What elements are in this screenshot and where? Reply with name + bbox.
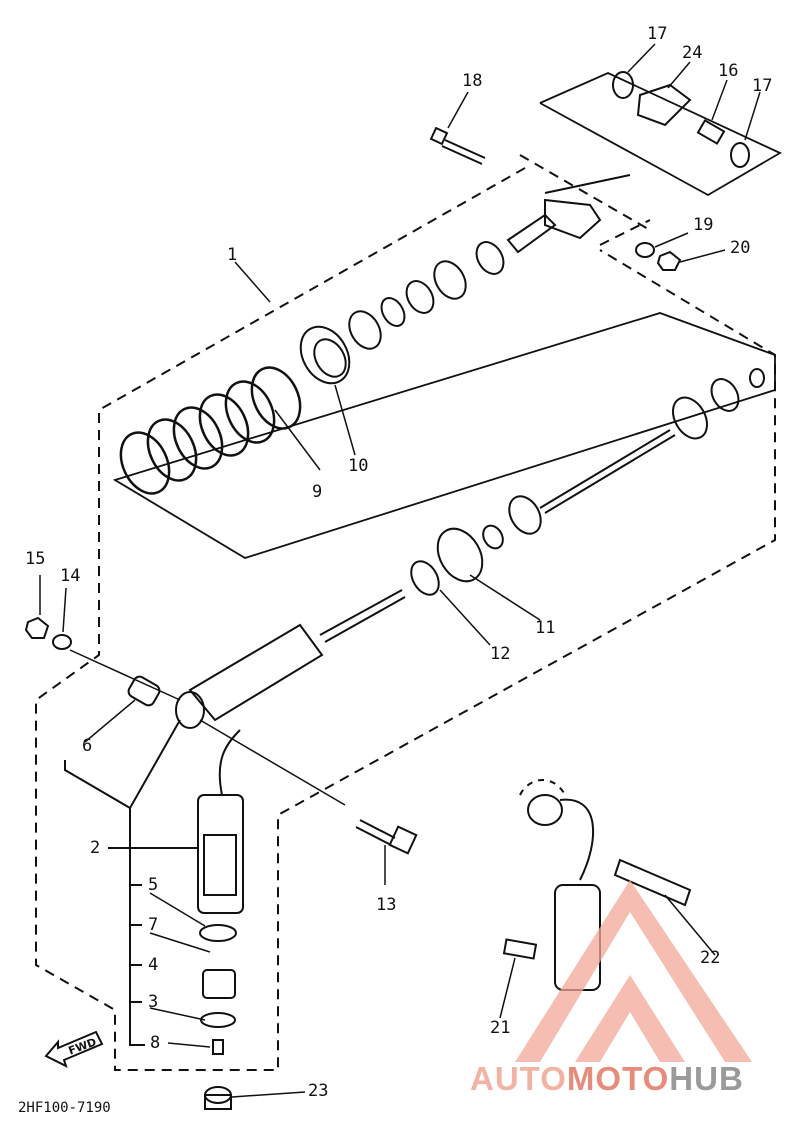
bushing-6 <box>127 675 161 707</box>
callout-12: 12 <box>490 644 511 664</box>
callout-23: 23 <box>308 1081 329 1101</box>
reservoir-cap-parts <box>199 924 237 1055</box>
callout-17b: 17 <box>752 76 773 96</box>
watermark-text: AUTOMOTOHUB <box>470 1060 744 1098</box>
callout-13: 13 <box>376 895 397 915</box>
callout-10: 10 <box>348 456 369 476</box>
watermark-part-2: MOTO <box>566 1060 670 1097</box>
callout-24: 24 <box>682 43 703 63</box>
callout-20: 20 <box>730 238 751 258</box>
detail-inset <box>502 779 692 991</box>
spring-coil <box>119 366 302 495</box>
callout-6: 6 <box>82 736 93 756</box>
callout-2: 2 <box>90 838 101 858</box>
bolt-18 <box>429 126 486 165</box>
leader-lines <box>39 43 761 1098</box>
collar-box <box>539 72 782 197</box>
damper-body <box>175 589 406 729</box>
forward-arrow-icon <box>44 1030 104 1068</box>
bolt-13 <box>355 819 418 855</box>
washer-nut <box>635 242 682 271</box>
callout-14: 14 <box>60 566 81 586</box>
callout-8: 8 <box>150 1033 161 1053</box>
callout-4: 4 <box>148 955 159 975</box>
spring-box <box>112 312 776 559</box>
callout-15: 15 <box>25 549 46 569</box>
callout-22: 22 <box>700 948 721 968</box>
upper-mount <box>506 174 631 254</box>
callout-9: 9 <box>312 482 323 502</box>
callout-18: 18 <box>462 71 483 91</box>
leader-bracket <box>64 719 198 1046</box>
callout-21: 21 <box>490 1018 511 1038</box>
collar-parts <box>612 71 750 168</box>
callout-1: 1 <box>227 245 238 265</box>
reservoir <box>197 729 244 914</box>
seal-group <box>410 495 542 596</box>
callout-3: 3 <box>148 992 159 1012</box>
watermark-part-1: AUTO <box>470 1060 567 1097</box>
watermark-logo <box>515 880 752 1062</box>
damper-rod <box>539 368 765 514</box>
callout-7: 7 <box>148 915 159 935</box>
callout-17a: 17 <box>647 24 668 44</box>
bracket-region <box>599 219 651 246</box>
adjuster-stack <box>348 241 505 350</box>
assembly-boundary <box>35 154 776 1071</box>
callout-11: 11 <box>535 618 556 638</box>
watermark-part-3: HUB <box>669 1060 744 1097</box>
callout-19: 19 <box>693 215 714 235</box>
nut-washer-left <box>24 616 72 650</box>
diagram-code: 2HF100-7190 <box>18 1100 111 1116</box>
plug-23 <box>204 1086 232 1110</box>
spring-seat <box>299 325 351 385</box>
callout-5: 5 <box>148 875 159 895</box>
callout-16: 16 <box>718 61 739 81</box>
